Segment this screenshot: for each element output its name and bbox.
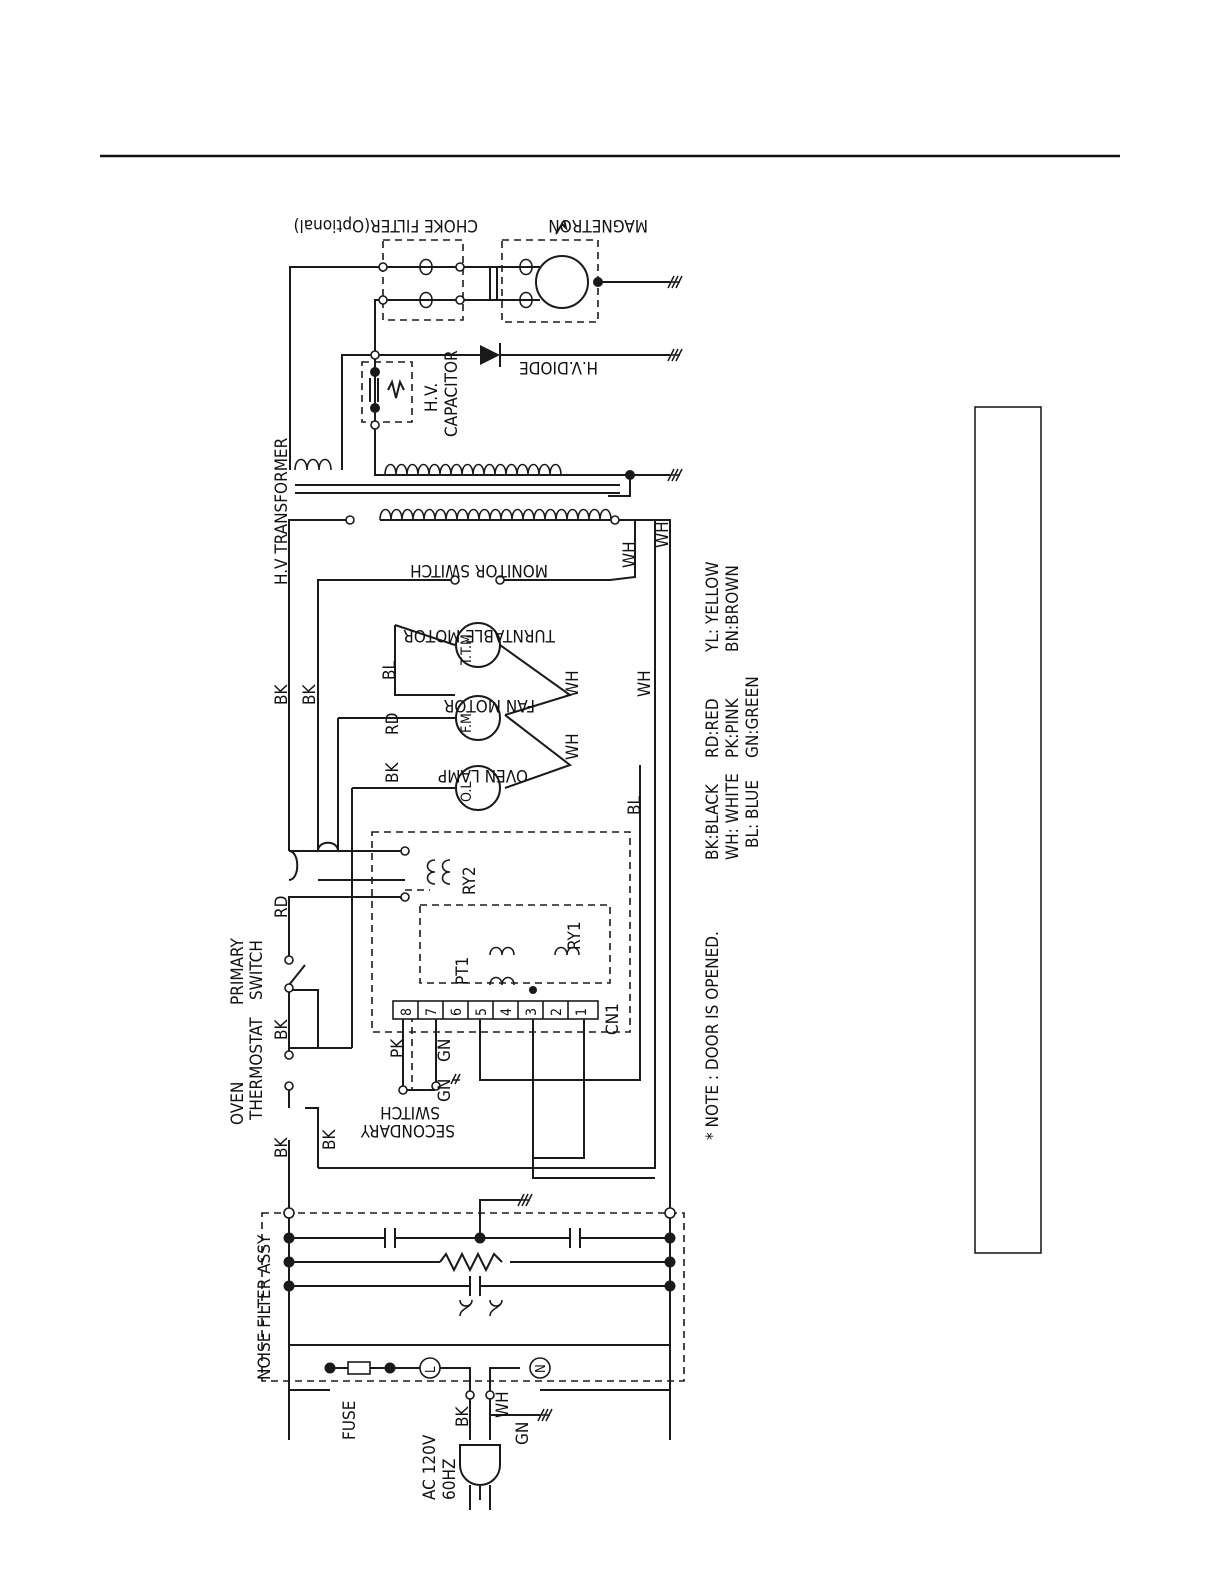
dashed-boxes <box>261 239 685 1382</box>
wire-tag-wh-6: WH <box>493 1391 513 1418</box>
wire-tag-gn-3: GN <box>513 1422 533 1445</box>
wire-tag-bk-1: BK <box>272 684 292 705</box>
oven-lamp-circle <box>455 765 501 811</box>
open-terminals <box>283 262 676 1400</box>
wire-tag-gn-2: GN <box>435 1079 455 1102</box>
wire-tag-wh-4: WH <box>620 541 640 568</box>
wire-tag-bk-3: BK <box>383 762 403 783</box>
wire-tag-bk-2: BK <box>300 684 320 705</box>
wire-tag-wh-3: WH <box>635 670 655 697</box>
ol-letters: O.L <box>459 782 475 802</box>
cn1-pin-1: 1 <box>574 1008 590 1016</box>
ry2-label: RY2 <box>460 866 480 895</box>
fm-letters: F.M <box>459 713 475 733</box>
cn1-pin-7: 7 <box>424 1008 440 1016</box>
wire-tag-gn-1: GN <box>435 1039 455 1062</box>
wire-tag-rd-2: RD <box>272 896 292 918</box>
legend-yl: YL: YELLOW <box>703 562 723 653</box>
fuse-label: FUSE <box>340 1401 360 1440</box>
ground-symbols <box>450 275 683 1422</box>
wire-tag-wh-1: WH <box>563 670 583 697</box>
fan-motor-label: FAN MOTOR <box>443 695 535 715</box>
primary-label: PRIMARY <box>228 937 248 1005</box>
wire-tag-wh-5: WH <box>653 521 673 548</box>
turntable-motor-label: TURNTABLE MOTOR <box>403 625 556 645</box>
cn1-label: CN1 <box>603 1003 623 1035</box>
hv-label: H.V. <box>422 383 442 412</box>
cn1-pin-4: 4 <box>499 1008 515 1016</box>
magnetron-label: MAGNETRON <box>548 215 648 235</box>
note-label: * NOTE : DOOR IS OPENED. <box>703 931 723 1140</box>
wire-tag-bk-7: BK <box>453 1406 473 1427</box>
cn1-pins: 8 7 6 5 4 3 2 1 <box>399 1008 590 1016</box>
wiring <box>288 266 671 1440</box>
legend-bk: BK:BLACK <box>703 783 723 860</box>
hv-transformer-label: H.V TRANSFORMER <box>272 437 292 585</box>
wire-tag-bl-1: BL <box>380 661 400 680</box>
primary-switch-label: SWITCH <box>247 940 267 1000</box>
oven-lamp-label: OVEN LAMP <box>438 765 528 785</box>
capacitor-symbols <box>369 219 581 1296</box>
cn1-pin-8: 8 <box>399 1008 415 1016</box>
color-legend: BK:BLACK WH: WHITE BL: BLUE RD:RED PK:PI… <box>703 562 763 860</box>
wire-tag-pk: PK <box>388 1038 408 1058</box>
cn1-pin-6: 6 <box>449 1008 465 1016</box>
fuse-symbol <box>347 1361 371 1375</box>
cn1-connector <box>392 1000 599 1020</box>
junction-dots <box>283 277 676 1374</box>
cn1-pin-5: 5 <box>474 1008 490 1016</box>
legend-wh: WH: WHITE <box>723 773 743 860</box>
secondary-switch-label: SWITCH <box>380 1102 440 1122</box>
legend-gn: GN:GREEN <box>743 676 763 758</box>
wire-tag-wh-2: WH <box>563 733 583 760</box>
ac-label: AC 120V <box>420 1434 440 1500</box>
oven-label: OVEN <box>228 1082 248 1125</box>
l-letter: L <box>424 1366 439 1373</box>
turntable-motor-circle <box>455 622 501 668</box>
noise-filter-label: NOISE FILTER ASSY <box>255 1234 275 1380</box>
hz-label: 60HZ <box>440 1459 460 1500</box>
choke-filter-label: CHOKE FILTER(Optional) <box>294 215 478 235</box>
l-terminal <box>419 1357 441 1379</box>
capacitor-label: CAPACITOR <box>442 350 462 437</box>
ry1-label: RY1 <box>565 921 585 950</box>
hv-diode-label: H.V.DIODE <box>519 357 598 377</box>
wire-tag-bl-2: BL <box>625 796 645 815</box>
monitor-switch-label: MONITOR SWITCH <box>410 560 548 580</box>
wire-tag-bk-4: BK <box>272 1019 292 1040</box>
magnetron-circle <box>535 255 589 309</box>
wire-tag-bk-5: BK <box>272 1137 292 1158</box>
fan-motor-circle <box>455 695 501 741</box>
ttm-letters: T.T.M <box>459 634 475 666</box>
wire-tag-rd-1: RD <box>383 713 403 735</box>
legend-rd: RD:RED <box>703 698 723 758</box>
legend-pk: PK:PINK <box>723 697 743 758</box>
secondary-label: SECONDARY <box>360 1120 455 1140</box>
legend-bl: BL: BLUE <box>743 780 763 848</box>
power-plug <box>459 1444 501 1510</box>
wire-tag-bk-6: BK <box>320 1129 340 1150</box>
thermostat-label: THERMOSTAT <box>247 1017 267 1121</box>
blank-box <box>974 406 1042 1254</box>
cn1-pin-2: 2 <box>549 1008 565 1016</box>
n-letter: N <box>534 1364 549 1373</box>
cn1-pin-3: 3 <box>524 1008 540 1016</box>
coils <box>294 258 612 1317</box>
legend-bn: BN:BROWN <box>723 565 743 652</box>
hv-diode-symbol <box>480 343 501 367</box>
pt1-label: PT1 <box>453 957 473 985</box>
n-terminal <box>529 1357 551 1379</box>
